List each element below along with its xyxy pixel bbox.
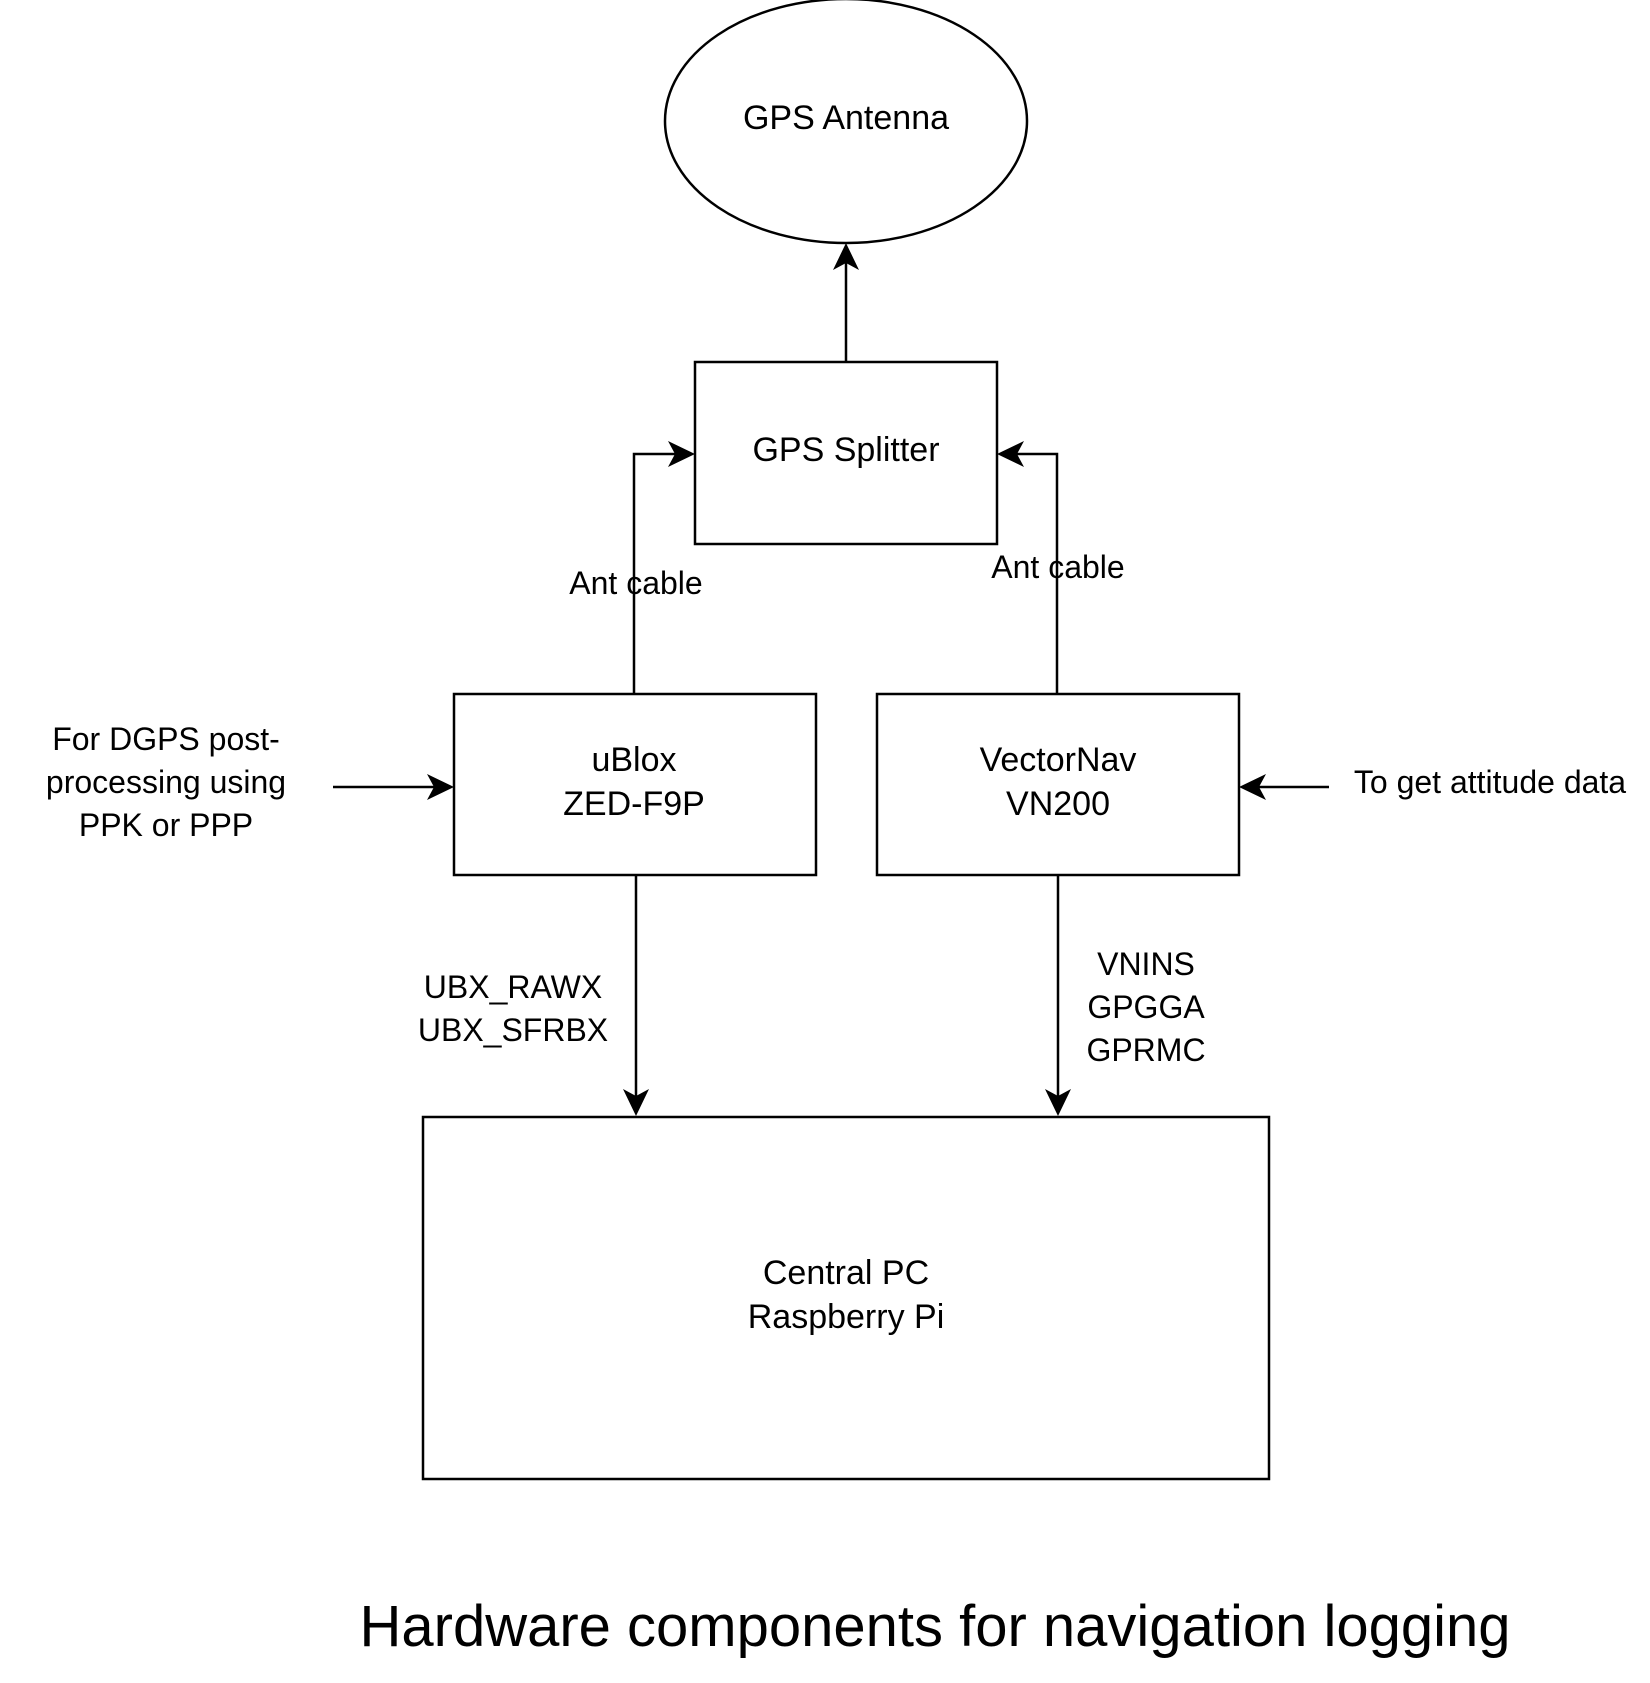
edge-labels: Ant cable Ant cable UBX_RAWX UBX_SFRBX V… <box>418 549 1206 1068</box>
edge-ublox-to-splitter <box>632 452 676 694</box>
gps-antenna-label: GPS Antenna <box>743 99 949 137</box>
arrowhead-splitter-left <box>668 441 695 467</box>
arrowhead-vectornav-right <box>1239 774 1266 800</box>
dgps-note-line-3: PPK or PPP <box>79 807 253 843</box>
arrowhead-pc-right <box>1045 1089 1071 1116</box>
gps-antenna-node: GPS Antenna <box>663 0 1029 245</box>
vectornav-message-line-2: GPGGA <box>1087 989 1205 1025</box>
annotations: For DGPS post- processing using PPK or P… <box>46 721 1626 843</box>
arrowhead-splitter-right <box>997 441 1024 467</box>
gps-splitter-box <box>693 360 999 546</box>
vectornav-message-line-1: VNINS <box>1097 946 1195 982</box>
diagram-caption: Hardware components for navigation loggi… <box>359 1594 1510 1659</box>
ublox-box <box>452 692 818 877</box>
edges <box>333 243 1329 1116</box>
dgps-note-line-1: For DGPS post- <box>52 721 280 757</box>
ublox-message-line-2: UBX_SFRBX <box>418 1012 608 1048</box>
ant-cable-right-label: Ant cable <box>991 549 1124 585</box>
vectornav-message-line-3: GPRMC <box>1086 1032 1205 1068</box>
central-pc-box <box>421 1115 1271 1481</box>
central-pc-node: Central PC Raspberry Pi <box>421 1115 1271 1481</box>
vectornav-label-line-2: VN200 <box>1006 785 1110 823</box>
vectornav-node: VectorNav VN200 <box>875 692 1241 877</box>
central-pc-label-line-1: Central PC <box>763 1254 929 1292</box>
vectornav-box <box>875 692 1241 877</box>
arrowhead-ublox-left <box>427 774 454 800</box>
ublox-message-line-1: UBX_RAWX <box>424 969 602 1005</box>
ublox-label-line-1: uBlox <box>591 741 676 779</box>
ublox-label-line-2: ZED-F9P <box>563 785 705 823</box>
arrowhead-antenna <box>833 243 859 270</box>
edge-vectornav-to-splitter <box>1016 452 1059 694</box>
ublox-node: uBlox ZED-F9P <box>452 692 818 877</box>
gps-splitter-label: GPS Splitter <box>752 431 939 469</box>
gps-splitter-node: GPS Splitter <box>693 360 999 546</box>
arrowhead-pc-left <box>623 1089 649 1116</box>
vectornav-label-line-1: VectorNav <box>980 741 1137 779</box>
gps-antenna-ellipse <box>663 0 1029 245</box>
attitude-note-label: To get attitude data <box>1354 764 1626 800</box>
central-pc-label-line-2: Raspberry Pi <box>748 1298 945 1336</box>
ant-cable-left-label: Ant cable <box>569 565 702 601</box>
dgps-note-line-2: processing using <box>46 764 286 800</box>
